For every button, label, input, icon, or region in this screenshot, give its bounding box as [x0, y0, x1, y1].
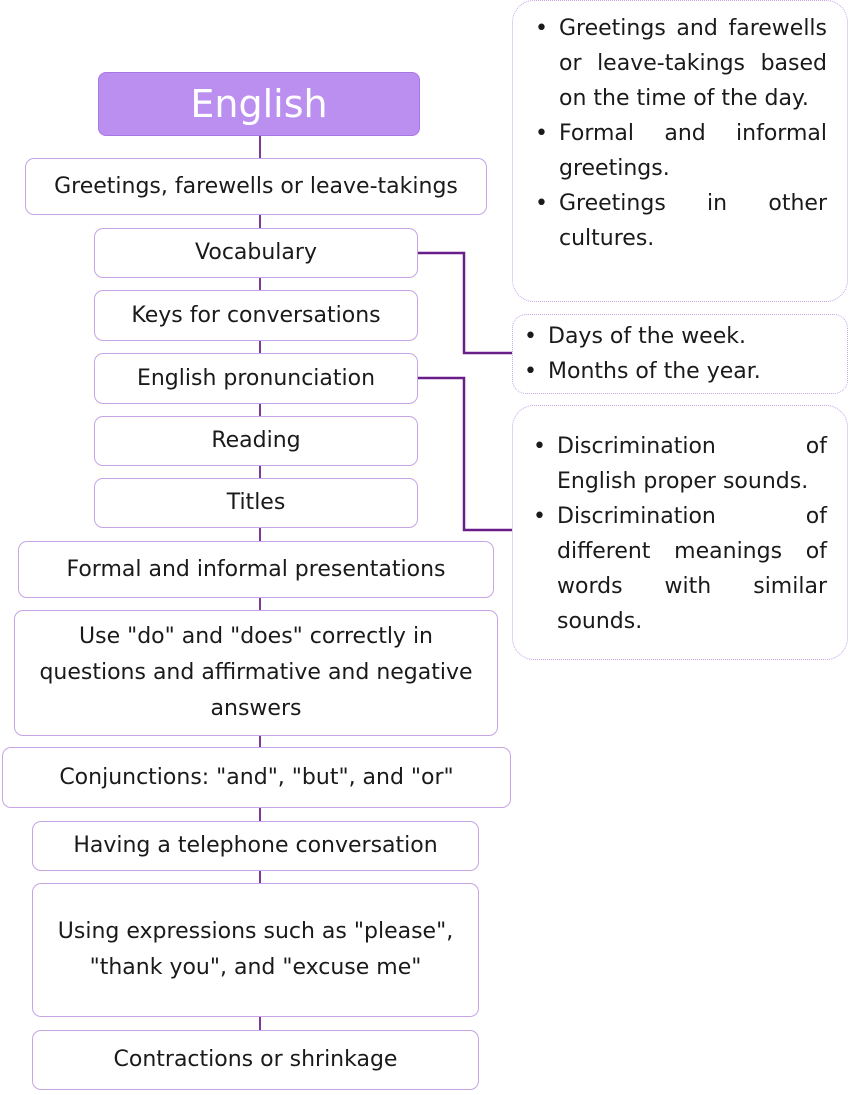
topic-keys-for-conversations: Keys for conversations: [94, 290, 418, 341]
bullet-icon: •: [533, 504, 546, 529]
bullet-icon: •: [524, 324, 537, 349]
topic-reading: Reading: [94, 416, 418, 466]
bullet-icon: •: [524, 359, 537, 384]
note-item: •Formal and informal greetings.: [529, 116, 827, 186]
note-item: •Months of the year.: [518, 354, 827, 389]
topic-contractions: Contractions or shrinkage: [32, 1030, 479, 1090]
note-greetings: •Greetings and farewells or leave-taking…: [512, 0, 848, 302]
diagram-title: English: [98, 72, 420, 136]
topic-do-does: Use "do" and "does" correctly in questio…: [14, 610, 498, 736]
bullet-icon: •: [535, 121, 548, 146]
note-pronunciation: •Discrimination of English proper sounds…: [512, 405, 848, 660]
topic-vocabulary: Vocabulary: [94, 228, 418, 278]
topic-conjunctions: Conjunctions: "and", "but", and "or": [2, 747, 511, 808]
topic-presentations: Formal and informal presentations: [18, 541, 494, 598]
topic-titles: Titles: [94, 478, 418, 528]
note-item: •Discrimination of English proper sounds…: [527, 429, 827, 499]
topic-telephone: Having a telephone conversation: [32, 821, 479, 871]
topic-greetings: Greetings, farewells or leave-takings: [25, 158, 487, 215]
note-item: •Days of the week.: [518, 319, 827, 354]
note-item: •Discrimination of different meanings of…: [527, 499, 827, 639]
topic-expressions: Using expressions such as "please", "tha…: [32, 883, 479, 1017]
vocabulary-connector: [418, 251, 512, 355]
topic-english-pronunciation: English pronunciation: [94, 353, 418, 404]
bullet-icon: •: [535, 16, 548, 41]
bullet-icon: •: [533, 434, 546, 459]
bullet-icon: •: [535, 191, 548, 216]
note-item: •Greetings in other cultures.: [529, 186, 827, 256]
pronunciation-connector: [418, 376, 512, 532]
note-item: •Greetings and farewells or leave-taking…: [529, 11, 827, 116]
note-vocabulary: •Days of the week. •Months of the year.: [512, 314, 848, 394]
